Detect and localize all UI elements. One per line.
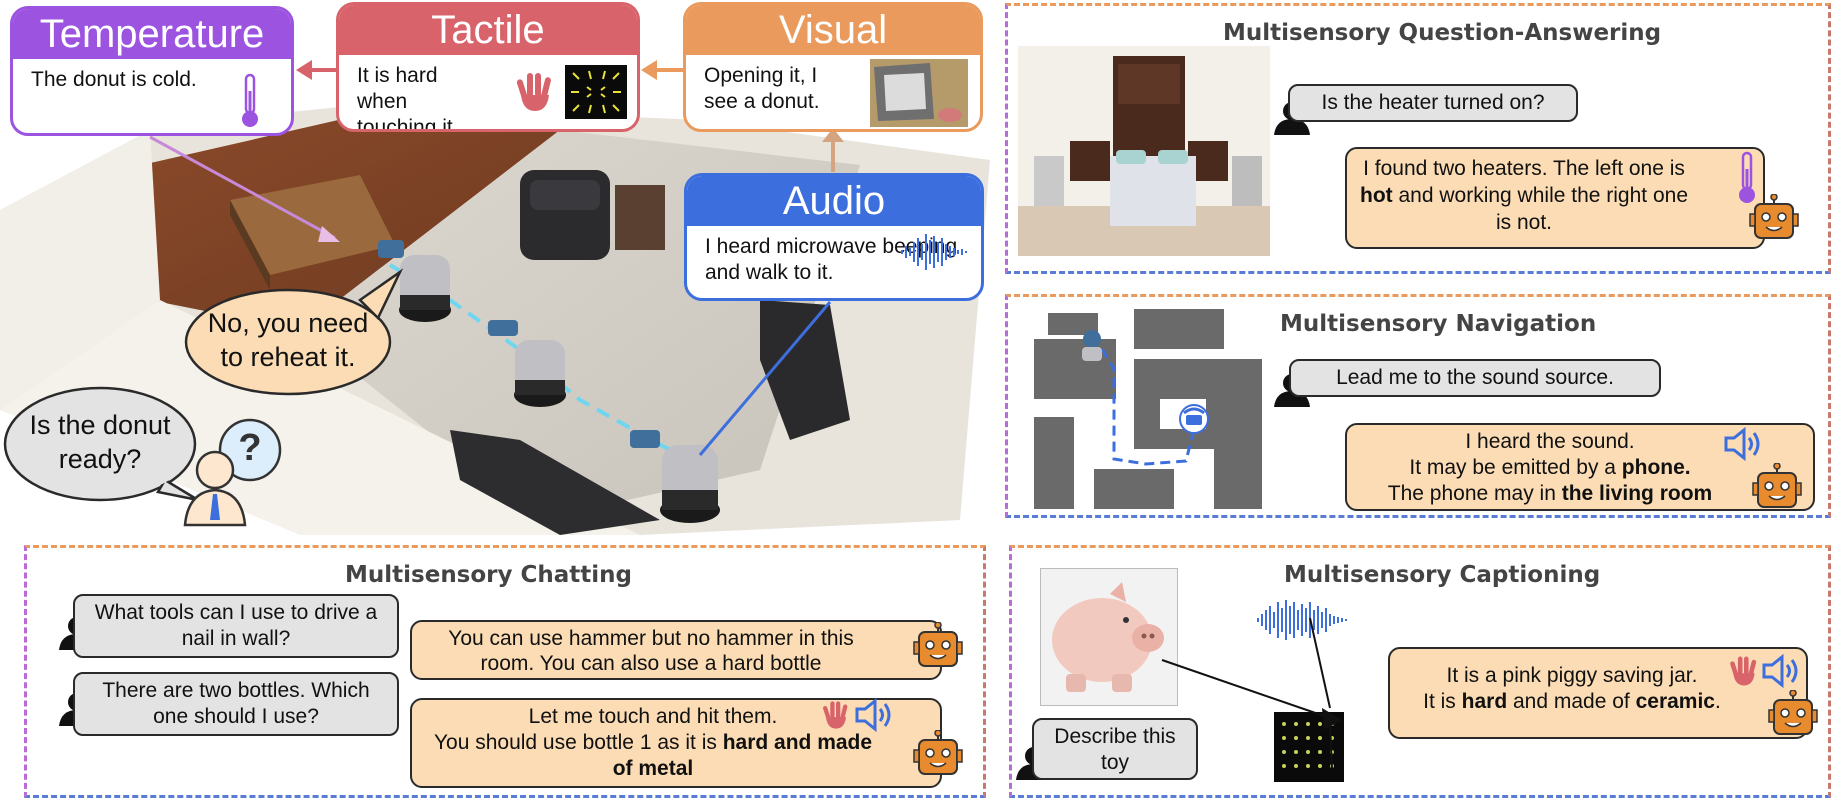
- audio-body: I heard microwave beeping and walk to it…: [687, 226, 981, 294]
- tactile-body: It is hard when touching it.: [339, 55, 504, 132]
- tactile-text: It is hard when touching it.: [357, 64, 459, 132]
- audio-box: Audio I heard microwave beeping and walk…: [684, 173, 984, 301]
- microwave-view-image: [870, 59, 968, 127]
- qa-answer: I found two heaters. The left one is hot…: [1345, 147, 1765, 249]
- speaker-icon: [1762, 654, 1798, 688]
- chatting-title: Multisensory Chatting: [345, 562, 633, 588]
- robot-icon: [1768, 690, 1818, 735]
- chatting-answer-1: You can use hammer but no hammer in this…: [410, 620, 942, 680]
- visual-body: Opening it, I see a donut.: [686, 55, 846, 123]
- thinking-mark: ?: [238, 427, 262, 469]
- chatting-answer-2: Let me touch and hit them. You should us…: [410, 698, 942, 788]
- hand-icon: [1730, 656, 1757, 686]
- hand-icon: [516, 73, 551, 111]
- captioning-title: Multisensory Captioning: [1284, 562, 1601, 588]
- captioning-panel: Multisensory Captioning Describe this to…: [1009, 545, 1831, 798]
- temperature-body: The donut is cold.: [13, 59, 291, 101]
- qa-title: Multisensory Question-Answering: [1223, 20, 1662, 46]
- sofa-bottom: [450, 430, 660, 535]
- speaker-icon: [1724, 427, 1760, 461]
- tactile-box: Tactile It is hard when touching it.: [336, 2, 640, 132]
- hand-icon: [823, 701, 848, 729]
- robot-reply-text: No, you need to reheat it.: [207, 308, 369, 372]
- tactile-title: Tactile: [339, 5, 637, 55]
- robot-2: [488, 320, 566, 407]
- audio-text: I heard microwave beeping and walk to it…: [705, 235, 958, 284]
- arrow-audio-to-robot: [698, 301, 832, 456]
- captioning-arrows: [1161, 617, 1342, 769]
- qa-panel: Multisensory Question-Answering Is the h…: [1005, 3, 1831, 274]
- sofa-right: [760, 300, 850, 440]
- robot-icon: [913, 622, 963, 667]
- visual-title: Visual: [686, 5, 980, 55]
- qa-question: Is the heater turned on?: [1288, 84, 1578, 122]
- waveform-icon: [901, 234, 967, 270]
- piggy-bank-image: [1040, 568, 1178, 706]
- waveform-icon: [1257, 600, 1347, 640]
- phone-icon: [1179, 404, 1209, 434]
- side-table: [615, 185, 665, 250]
- visual-box: Visual Opening it, I see a donut.: [683, 2, 983, 132]
- navigation-map: [1034, 309, 1262, 509]
- bedroom-image: [1018, 46, 1270, 256]
- arrow-temperature-to-robot: [149, 135, 336, 240]
- speaker-icon: [855, 698, 891, 732]
- chatting-question-1: What tools can I use to drive a nail in …: [73, 594, 399, 658]
- audio-title: Audio: [687, 176, 981, 226]
- captioning-question: Describe this toy: [1032, 718, 1198, 780]
- robot-icon: [913, 730, 963, 775]
- temperature-title: Temperature: [13, 9, 291, 59]
- thinking-user-icon: [183, 418, 282, 527]
- robot-icon: [1752, 463, 1802, 508]
- left-wall: [0, 130, 160, 410]
- tactile-sensor-image: [565, 65, 627, 119]
- temperature-text: The donut is cold.: [31, 68, 197, 91]
- chatting-panel: Multisensory Chatting What tools can I u…: [24, 545, 986, 798]
- thermometer-icon: [242, 73, 258, 127]
- navigation-path: [1100, 348, 1196, 466]
- thermometer-icon: [1739, 151, 1755, 203]
- visual-text: Opening it, I see a donut.: [704, 64, 820, 113]
- temperature-box: Temperature The donut is cold.: [10, 6, 294, 136]
- navigation-title: Multisensory Navigation: [1280, 311, 1597, 337]
- robot-3: [630, 430, 720, 523]
- robot-icon: [1749, 194, 1799, 239]
- scene-illustration: ? No, you need to reheat it. Is the donu…: [0, 0, 990, 535]
- user-question-text: Is the donut ready?: [29, 410, 171, 474]
- navigation-panel: Multisensory Navigation Lead me to the s…: [1005, 294, 1831, 518]
- robot-1: [378, 240, 451, 322]
- navigation-question: Lead me to the sound source.: [1289, 359, 1661, 397]
- chatting-question-2: There are two bottles. Which one should …: [73, 672, 399, 736]
- navigation-answer: I heard the sound. It may be emitted by …: [1345, 423, 1815, 511]
